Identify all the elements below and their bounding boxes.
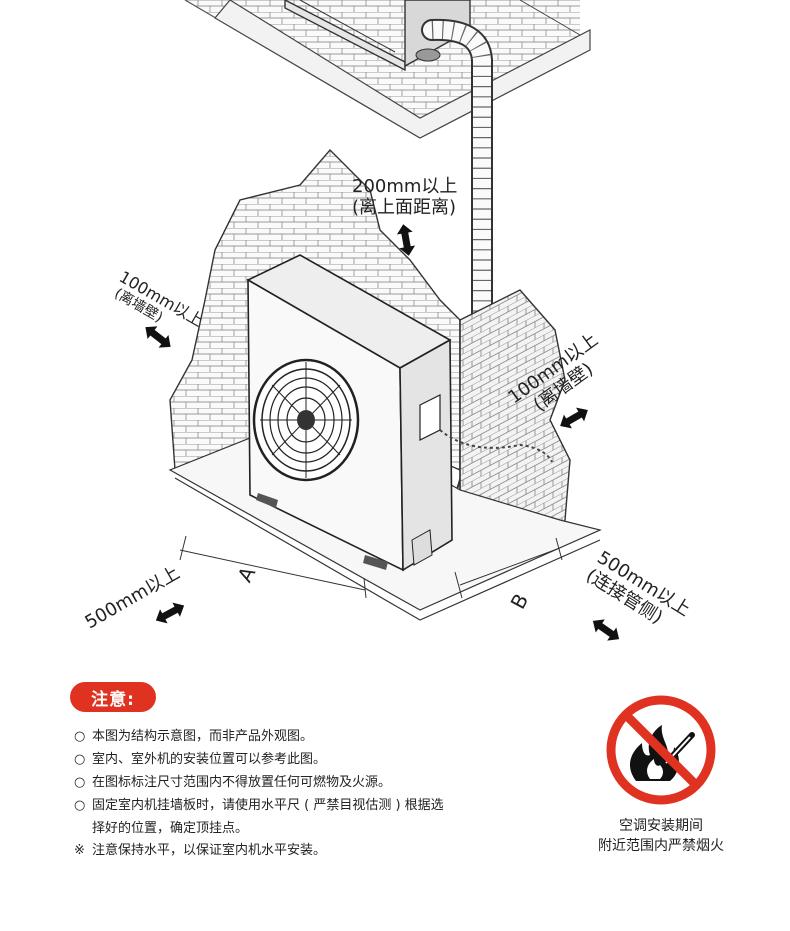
bullet-circle-icon: ○ (74, 798, 86, 813)
notice-title-badge: 注意: (70, 682, 156, 712)
notice-item: ○ 固定室内机挂墙板时，请使用水平尺 ( 严禁目视估测 ) 根据选 (74, 794, 444, 813)
notice-item: ※ 注意保持水平，以保证室内机水平安装。 (74, 839, 326, 858)
notice-item-text: 在图标标注尺寸范围内不得放置任何可燃物及火源。 (92, 775, 392, 790)
notice-item-continuation: 择好的位置，确定顶挂点。 (92, 821, 249, 836)
arrow-right (556, 403, 592, 433)
bullet-circle-icon: ○ (74, 752, 86, 767)
no-fire-icon (606, 695, 716, 805)
warning-caption: 空调安装期间 附近范围内严禁烟火 (561, 815, 761, 855)
arrow-side (588, 614, 624, 646)
bullet-circle-icon: ○ (74, 729, 86, 744)
notice-section: 注意: ○ 本图为结构示意图，而非产品外观图。 ○ 室内、室外机的安装位置可以参考此… (0, 675, 790, 931)
top-clearance-note: (离上面距离) (352, 196, 457, 218)
installation-diagram: 200mm以上 (离上面距离) 100mm以上 (离墙壁) 100mm以上 (离… (82, 0, 694, 646)
notice-item-text: 本图为结构示意图，而非产品外观图。 (92, 729, 314, 744)
bullet-circle-icon: ○ (74, 775, 86, 790)
reference-mark-icon: ※ (74, 843, 85, 858)
arrow-front (152, 598, 188, 628)
notice-title: 注意: (91, 689, 135, 710)
notice-item: ○ 室内、室外机的安装位置可以参考此图。 (74, 748, 326, 767)
notice-item: ○ 本图为结构示意图，而非产品外观图。 (74, 725, 313, 744)
top-clearance-label: 200mm以上 (离上面距离) (352, 176, 458, 218)
upper-wall (184, 0, 591, 139)
notice-item-text: 室内、室外机的安装位置可以参考此图。 (92, 752, 327, 767)
top-clearance-value: 200mm以上 (352, 176, 458, 197)
diagram-illustration (140, 0, 624, 646)
warning-caption-line: 附近范围内严禁烟火 (598, 838, 724, 854)
outdoor-unit (246, 254, 553, 572)
dimension-lines (179, 535, 563, 599)
notice-item: ○ 在图标标注尺寸范围内不得放置任何可燃物及火源。 (74, 771, 391, 790)
warning-caption-line: 空调安装期间 (619, 818, 703, 834)
notice-item-text: 注意保持水平，以保证室内机水平安装。 (92, 843, 327, 858)
notice-item-text: 固定室内机挂墙板时，请使用水平尺 ( 严禁目视估测 ) 根据选 (92, 798, 444, 813)
